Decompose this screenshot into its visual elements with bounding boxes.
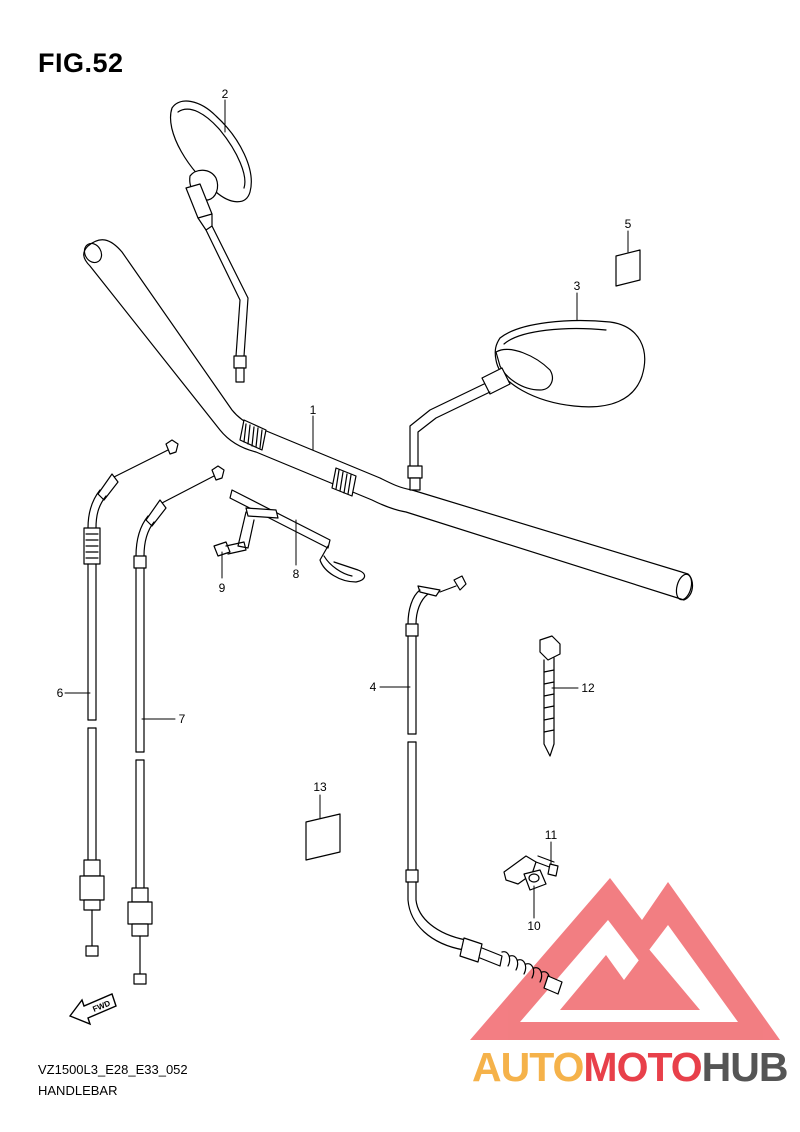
watermark-text-a: AUTO [472,1044,584,1090]
callout-11: 11 [545,828,558,842]
part-clamp-10 [503,855,547,891]
callout-9: 9 [219,581,226,595]
watermark-text: AUTOMOTOHUB [472,1044,788,1091]
watermark-text-b: MOTO [583,1044,702,1090]
part-bracket [229,489,366,583]
part-throttle-cable-2 [127,465,225,985]
callout-6: 6 [57,686,64,700]
figure-code: VZ1500L3_E28_E33_052 [38,1062,188,1077]
fwd-arrow-icon: FWD [68,993,117,1026]
callout-4: 4 [370,680,377,694]
callout-8: 8 [293,567,300,581]
part-screw-9 [213,541,247,557]
part-cable-tie [539,635,561,757]
figure-name: HANDLEBAR [38,1083,118,1098]
callout-7: 7 [179,712,186,726]
part-mirror-left [170,100,252,383]
callout-12: 12 [581,681,595,695]
part-label-13 [305,813,341,861]
part-clutch-cable [405,575,563,995]
watermark-logo [470,878,780,1040]
figure-title: FIG.52 [38,48,124,78]
callout-1: 1 [310,403,317,417]
callout-10: 10 [527,919,541,933]
part-handlebar [83,239,694,601]
watermark-triangle-core [560,948,700,1010]
callout-5: 5 [625,217,632,231]
part-mirror-right [407,319,646,491]
part-throttle-cable-1 [79,439,179,957]
part-label-5 [615,249,641,287]
callout-13: 13 [313,780,327,794]
watermark-text-c: HUB [701,1044,789,1090]
callout-3: 3 [574,279,581,293]
callout-2: 2 [222,87,229,101]
leader-lines [64,99,629,919]
